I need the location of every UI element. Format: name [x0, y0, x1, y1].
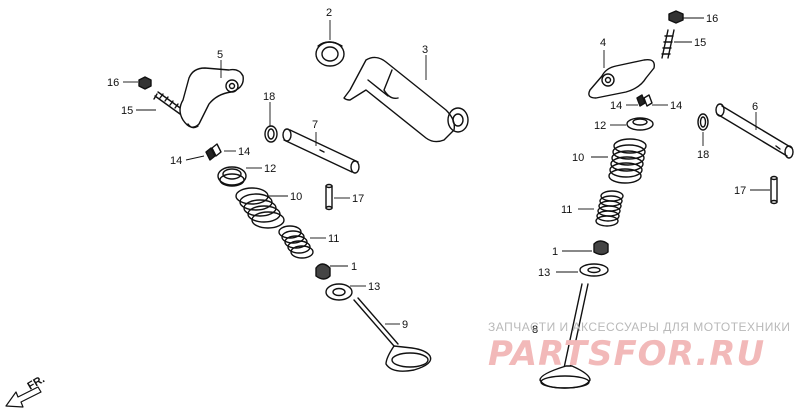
callout-7: 7 [312, 119, 318, 131]
callout-17-left: 17 [352, 193, 364, 205]
watermark-logo: PARTSFOR.RU [488, 334, 766, 374]
callout-15-left: 15 [121, 105, 133, 117]
callout-5: 5 [217, 49, 223, 61]
spring-seat-left [325, 283, 353, 301]
callout-1-right: 1 [552, 246, 558, 258]
spring-retainer-right [626, 117, 654, 131]
valve-left [353, 297, 432, 372]
spring-retainer-left [217, 166, 247, 187]
callout-6: 6 [752, 101, 758, 113]
callout-9: 9 [402, 319, 408, 331]
callout-13-left: 13 [368, 281, 380, 293]
callout-14-left-b: 14 [170, 155, 182, 167]
adjusting-screw-right [661, 29, 675, 59]
valve-stem-seal-left [315, 263, 331, 280]
inner-valve-spring-right [595, 190, 624, 227]
callout-12-right: 12 [594, 120, 606, 132]
spring-seat-right [579, 263, 609, 277]
valve-right [539, 283, 591, 389]
o-ring-right [697, 113, 709, 131]
callout-16-right: 16 [706, 13, 718, 25]
valve-stem-seal-right [593, 240, 609, 256]
rocker-shaft-right [715, 103, 794, 159]
callout-15-right: 15 [694, 37, 706, 49]
callout-8: 8 [532, 324, 538, 336]
outer-valve-spring-right [608, 138, 647, 184]
callout-16-left: 16 [107, 77, 119, 89]
adjusting-screw-left [153, 91, 184, 115]
o-ring-left [264, 125, 278, 143]
valve-cotters-right [636, 94, 653, 107]
callout-14-right-a: 14 [610, 100, 622, 112]
outer-valve-spring-left [235, 187, 285, 229]
inner-valve-spring-left [278, 225, 314, 259]
callout-17-right: 17 [734, 185, 746, 197]
callout-10-right: 10 [572, 152, 584, 164]
callout-2: 2 [326, 7, 332, 19]
callout-14-right-b: 14 [670, 100, 682, 112]
rocker-shaft-left [282, 128, 360, 174]
callout-11-right: 11 [561, 204, 572, 216]
valve-cotters-left [205, 143, 222, 161]
callout-12-left: 12 [264, 163, 276, 175]
dowel-pin-left [325, 183, 333, 211]
lock-nut-left [138, 76, 152, 90]
callout-11-left: 11 [328, 233, 339, 245]
front-marker-label: FR. [26, 373, 47, 392]
callout-3: 3 [422, 44, 428, 56]
rocker-arm-left [179, 67, 244, 129]
front-direction-marker: FR. [5, 373, 47, 408]
callout-13-right: 13 [538, 267, 550, 279]
dowel-pin-right [770, 175, 778, 205]
watermark-caption: ЗАПЧАСТИ И АКСЕССУАРЫ ДЛЯ МОТОТЕХНИКИ [488, 320, 791, 334]
callout-10-left: 10 [290, 191, 302, 203]
callout-18-left: 18 [263, 91, 275, 103]
lock-nut-right [668, 10, 684, 24]
callout-18-right: 18 [697, 149, 709, 161]
callout-14-left-a: 14 [238, 146, 250, 158]
camshaft [343, 56, 469, 143]
camshaft-bearing [315, 41, 345, 67]
callout-4: 4 [600, 37, 606, 49]
callout-1-left: 1 [351, 261, 357, 273]
rocker-arm-right [588, 58, 655, 99]
